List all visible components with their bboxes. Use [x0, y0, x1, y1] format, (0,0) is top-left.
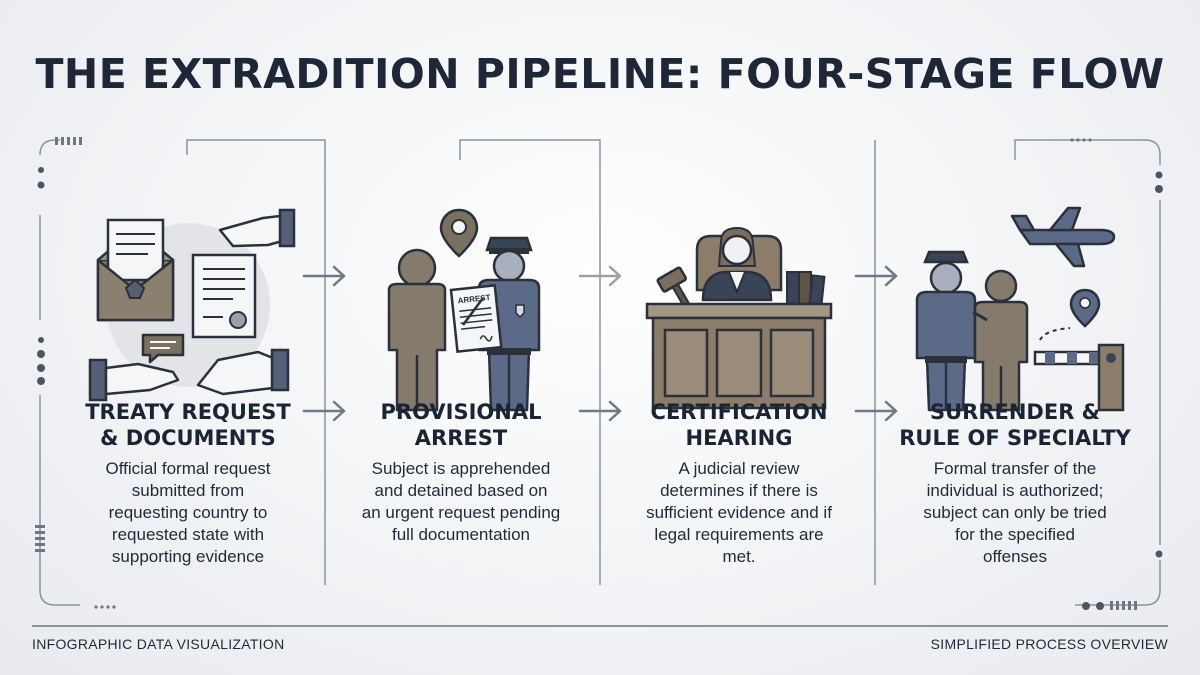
stage-title: SURRENDER & RULE OF SPECIALTY [885, 399, 1145, 451]
footer-right-label: SIMPLIFIED PROCESS OVERVIEW [930, 636, 1168, 652]
stage-title-line: PROVISIONAL [380, 400, 542, 424]
stage-provisional-arrest: ARREST PROVISIONAL ARREST Subject is app… [331, 140, 591, 600]
description-line: legal requirements are [654, 525, 824, 544]
description-line: Subject is apprehended [371, 459, 551, 478]
stage-description: A judicial review determines if there is… [609, 458, 869, 568]
description-line: Official formal request [105, 459, 271, 478]
description-line: met. [722, 547, 756, 566]
stage-treaty-request: TREATY REQUEST & DOCUMENTS Official form… [58, 140, 318, 600]
description-line: determines if there is [660, 481, 818, 500]
description-line: for the specified [954, 525, 1075, 544]
description-line: sufficient evidence and if [646, 503, 832, 522]
arrow-right-icon [302, 265, 346, 287]
stage-certification-hearing: CERTIFICATION HEARING A judicial review … [609, 140, 869, 600]
description-line: an urgent request pending [361, 503, 561, 522]
arrow-right-icon [578, 400, 622, 422]
stage-title-line: HEARING [685, 426, 793, 450]
description-line: submitted from [131, 481, 245, 500]
stage-title-line: RULE OF SPECIALTY [899, 426, 1131, 450]
description-line: Formal transfer of the [933, 459, 1097, 478]
stage-title: CERTIFICATION HEARING [609, 399, 869, 451]
stage-title: PROVISIONAL ARREST [331, 399, 591, 451]
stage-title-line: ARREST [414, 426, 508, 450]
stage-description: Subject is apprehended and detained base… [331, 458, 591, 546]
arrow-right-icon [854, 400, 898, 422]
description-line: subject can only be tried [923, 503, 1107, 522]
footer-left-label: INFOGRAPHIC DATA VISUALIZATION [32, 636, 285, 652]
description-line: supporting evidence [111, 547, 265, 566]
stage-title: TREATY REQUEST & DOCUMENTS [58, 399, 318, 451]
description-line: A judicial review [678, 459, 800, 478]
stage-title-line: & DOCUMENTS [100, 426, 276, 450]
footer-divider [32, 625, 1168, 627]
judge-gavel-bench-icon [645, 226, 833, 410]
stage-title-line: TREATY REQUEST [85, 400, 291, 424]
description-line: requested state with [111, 525, 265, 544]
document-envelope-handshake-icon [88, 208, 296, 402]
description-line: individual is authorized; [926, 481, 1104, 500]
arrow-right-icon [854, 265, 898, 287]
description-line: requesting country to [108, 503, 268, 522]
description-line: offenses [983, 547, 1047, 566]
warrant-label: ARREST [457, 293, 491, 305]
stage-title-line: CERTIFICATION [650, 400, 828, 424]
arrow-right-icon [578, 265, 622, 287]
description-line: full documentation [392, 525, 530, 544]
officer-airplane-barrier-icon [915, 206, 1125, 412]
page-title: THE EXTRADITION PIPELINE: FOUR-STAGE FLO… [35, 50, 1165, 98]
stage-description: Formal transfer of the individual is aut… [885, 458, 1145, 568]
stage-surrender: SURRENDER & RULE OF SPECIALTY Formal tra… [885, 140, 1145, 600]
officer-arrest-warrant-icon: ARREST [387, 208, 541, 412]
description-line: and detained based on [374, 481, 548, 500]
stage-title-line: SURRENDER & [929, 400, 1100, 424]
stage-description: Official formal request submitted from r… [58, 458, 318, 568]
arrow-right-icon [302, 400, 346, 422]
